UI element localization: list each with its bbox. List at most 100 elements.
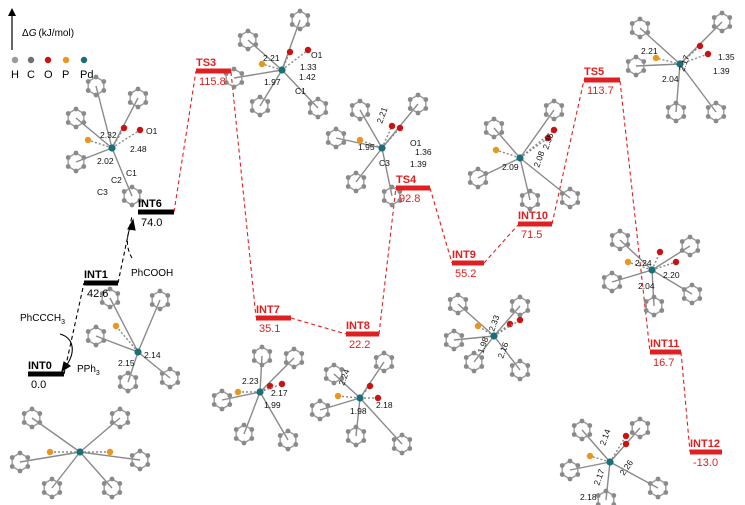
ts4-atom-c3: C3: [379, 158, 390, 168]
distance-labels: 2.15 2.14 2.32 2.48 2.02 O1 C1 C2 C3 2.2…: [97, 46, 735, 502]
int6-atom-o1: O1: [146, 126, 158, 136]
int12-distance-4: 2.17: [591, 467, 606, 486]
connector-int0-int1: [63, 282, 85, 375]
molecule-int12: [559, 416, 669, 505]
molecule-int7: [211, 344, 305, 452]
y-axis: ΔG(kJ/mol): [8, 8, 74, 50]
axis-variable: G: [29, 28, 37, 39]
ts3-atom-c1: C1: [295, 86, 306, 96]
molecule-ts5: [625, 10, 733, 124]
ts5-distance-3: 1.39: [713, 66, 730, 76]
level-int1: INT1 42.6: [84, 269, 118, 300]
ts3-distance-2: 1.33: [300, 62, 317, 72]
level-name-int1: INT1: [84, 269, 108, 281]
molecule-int11: [601, 228, 703, 318]
level-bar-ts5: [584, 77, 620, 83]
level-name-ts4: TS4: [396, 174, 417, 186]
connector-int7-int8: [290, 317, 347, 335]
axis-unit: (kJ/mol): [38, 28, 74, 39]
connector-int8-ts4: [378, 186, 397, 335]
level-bar-int11: [650, 349, 681, 355]
ts4-distance-1: 2.21: [374, 105, 389, 124]
molecule-ts3: [223, 8, 329, 120]
legend-label-pd: Pd: [80, 69, 93, 81]
level-value-ts5: 113.7: [587, 85, 614, 97]
level-value-int10: 71.5: [521, 229, 542, 241]
int8-distance-2: 2.18: [376, 400, 393, 410]
level-value-int1: 42.6: [87, 288, 108, 300]
level-bar-int8: [346, 331, 379, 337]
reagent-phcooh: PhCOOH: [131, 268, 173, 279]
level-value-int0: 0.0: [31, 379, 46, 391]
int6-atom-c3: C3: [97, 187, 108, 197]
molecule-int1: [85, 286, 181, 394]
legend-dot-pd: [80, 56, 88, 64]
level-bar-int0: [28, 371, 64, 377]
level-bar-int7: [256, 315, 291, 321]
level-ts4: TS4 92.8: [396, 174, 430, 205]
ts5-distance-5: 2.17: [676, 53, 691, 72]
int10-distance-2: 2.08: [531, 149, 546, 168]
level-value-int12: -13.0: [693, 457, 718, 469]
level-int12: INT12 -13.0: [690, 438, 722, 469]
level-name-int0: INT0: [28, 360, 52, 372]
ts3-distance-3: 1.42: [299, 72, 316, 82]
molecule-int10: [467, 98, 581, 212]
molecule-int0: [9, 406, 151, 500]
int7-distance-1: 2.23: [242, 376, 259, 386]
molecular-structures: [9, 8, 733, 505]
level-bar-ts4: [396, 185, 430, 191]
level-int0: INT0 0.0: [28, 360, 64, 391]
level-int7: INT7 35.1: [256, 304, 291, 335]
level-value-int9: 55.2: [455, 268, 476, 280]
reagent-annotations: PhCCCH3 PPh3 PhCOOH: [20, 268, 173, 377]
int6-atom-c1: C1: [126, 168, 137, 178]
level-value-ts4: 92.8: [399, 193, 420, 205]
level-name-int10: INT10: [518, 210, 548, 222]
int12-distance-1: 2.14: [597, 427, 612, 446]
molecule-int9: [443, 292, 531, 382]
int7-distance-3: 1.99: [264, 400, 281, 410]
int11-distance-1: 2.24: [635, 258, 652, 268]
ts5-distance-2: 1.35: [718, 52, 735, 62]
level-int10: INT10 71.5: [518, 210, 552, 241]
ts3-distance-4: 1.97: [264, 77, 281, 87]
int1-distance-1: 2.15: [118, 358, 135, 368]
level-bar-int1: [84, 280, 118, 286]
ts4-distance-2: 1.36: [415, 147, 432, 157]
legend-dot-o: [44, 56, 52, 64]
level-name-int11: INT11: [650, 338, 679, 350]
connector-int9-int10: [483, 224, 519, 264]
reagent-arrow-int0: [59, 333, 73, 367]
connector-int11-int12: [680, 351, 691, 453]
level-bar-int12: [690, 449, 722, 455]
ts4-distance-3: 1.39: [410, 159, 427, 169]
int11-distance-3: 2.04: [638, 281, 655, 291]
level-bar-int10: [518, 221, 552, 227]
level-name-int7: INT7: [256, 304, 280, 316]
level-name-int12: INT12: [690, 438, 720, 450]
int10-distance-1: 2.35: [540, 131, 555, 150]
connector-int10-ts5: [551, 79, 585, 225]
ts5-distance-4: 2.04: [662, 74, 679, 84]
int6-atom-c2: C2: [111, 175, 122, 185]
level-value-int8: 22.2: [349, 339, 370, 351]
int6-distance-1: 2.32: [100, 130, 117, 140]
int8-distance-3: 1.98: [350, 406, 367, 416]
reagent-phccch3: PhCCCH3: [20, 313, 65, 326]
product-pph3: PPh3: [77, 364, 100, 377]
legend-label-h: H: [11, 69, 19, 81]
arrowhead-icon: [127, 218, 136, 231]
pathway-connectors: [63, 70, 691, 453]
molecule-ts4: [325, 92, 429, 208]
level-value-int7: 35.1: [259, 323, 280, 335]
int6-distance-3: 2.02: [97, 156, 114, 166]
int9-distance-3: 2.16: [495, 340, 510, 359]
y-axis-arrowhead-icon: [8, 8, 16, 16]
int6-distance-2: 2.48: [130, 144, 147, 154]
